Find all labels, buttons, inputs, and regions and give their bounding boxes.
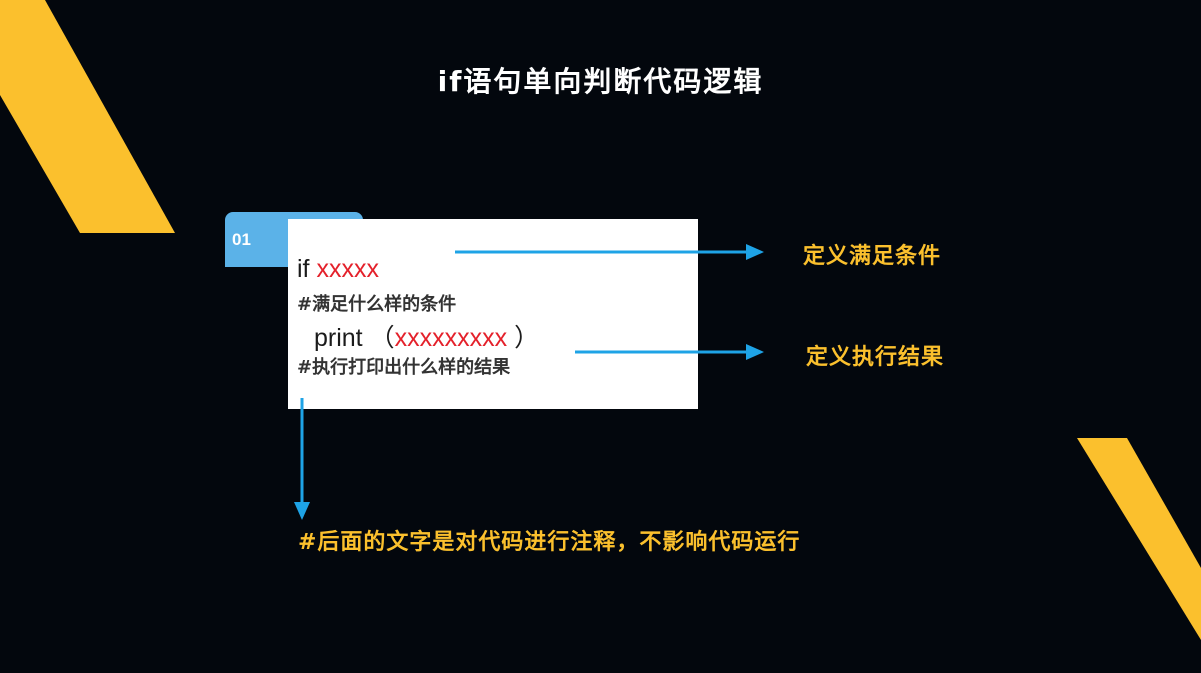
print-keyword: print xyxy=(314,324,363,352)
if-keyword: if xyxy=(297,255,310,283)
result-label: 定义执行结果 xyxy=(806,345,945,370)
comment-condition: #满足什么样的条件 xyxy=(297,294,457,315)
section-number: 01 xyxy=(232,230,251,249)
code-line-print: print （xxxxxxxxx ） xyxy=(314,318,539,354)
comment-arrow-head xyxy=(294,502,310,520)
if-condition-placeholder: xxxxx xyxy=(316,255,379,283)
result-arrow-head xyxy=(746,344,764,360)
slide-title: if语句单向判断代码逻辑 xyxy=(437,65,764,98)
print-argument-placeholder: xxxxxxxxx xyxy=(394,324,508,352)
comment-note: #后面的文字是对代码进行注释，不影响代码运行 xyxy=(298,530,801,555)
top-left-yellow-stripe xyxy=(0,0,175,233)
print-close-paren: ） xyxy=(514,324,540,352)
condition-arrow-head xyxy=(746,244,764,260)
comment-result: #执行打印出什么样的结果 xyxy=(297,357,511,378)
print-open-paren: （ xyxy=(369,324,395,352)
code-line-if: if xxxxx xyxy=(297,255,379,284)
bottom-right-yellow-stripe xyxy=(1077,438,1201,640)
condition-label: 定义满足条件 xyxy=(803,244,942,269)
